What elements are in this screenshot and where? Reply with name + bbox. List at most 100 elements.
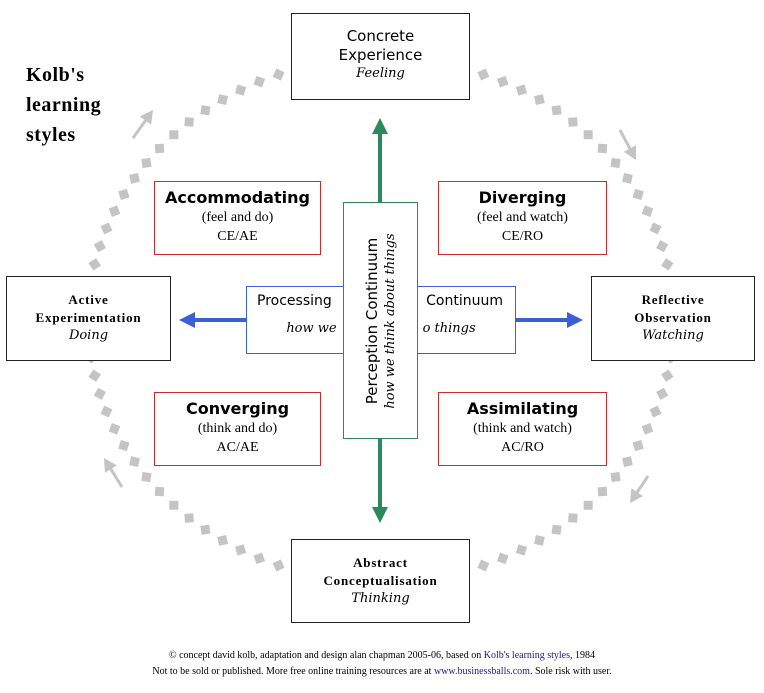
style-description: (feel and do) — [201, 210, 274, 225]
style-code: CE/RO — [501, 229, 544, 244]
abstract-conceptualisation-box: Abstract Conceptualisation Thinking — [291, 539, 470, 623]
cycle-dot — [597, 143, 608, 154]
cycle-dot — [656, 387, 669, 400]
footer-line-1: © concept david kolb, adaptation and des… — [0, 648, 764, 664]
cycle-dot — [88, 369, 101, 382]
cycle-dot — [661, 258, 674, 271]
style-name: Converging — [185, 399, 290, 418]
processing-arrow-left-icon — [179, 312, 195, 328]
cycle-dot — [534, 535, 545, 546]
cycle-dot — [200, 524, 211, 535]
pole-label: Concrete — [346, 27, 415, 45]
cycle-dot — [477, 68, 490, 81]
pole-subtitle: Doing — [68, 328, 109, 343]
perception-arrow-up-icon — [372, 118, 388, 134]
cycle-dot — [118, 188, 130, 201]
pole-label: Reflective — [641, 292, 705, 307]
pole-subtitle: Feeling — [356, 66, 405, 81]
perception-arrow-down-icon — [372, 507, 388, 523]
cycle-dot — [649, 405, 662, 418]
active-experimentation-box: Active Experimentation Doing — [6, 276, 171, 361]
style-code: AC/RO — [501, 440, 544, 455]
cycle-dot — [184, 513, 194, 523]
footer: © concept david kolb, adaptation and des… — [0, 648, 764, 680]
cycle-dot — [583, 130, 593, 140]
processing-subtitle-left: how we — [286, 321, 337, 336]
cycle-dot — [583, 500, 593, 510]
title-line: styles — [26, 124, 76, 146]
cycle-dot — [200, 105, 211, 116]
cycle-dot — [272, 559, 285, 572]
cycle-dot — [217, 94, 228, 105]
converging-box: Converging (think and do) AC/AE — [154, 392, 321, 466]
style-name: Diverging — [478, 188, 567, 207]
cycle-dot — [551, 524, 562, 535]
cycle-dot — [108, 205, 121, 217]
cycle-dot — [597, 486, 608, 497]
cycle-dot — [93, 387, 106, 400]
cycle-dot — [534, 94, 545, 105]
style-code: CE/AE — [217, 229, 258, 244]
perception-label-group: Perception Continuum how we think about … — [362, 233, 400, 408]
perception-continuum-box: Perception Continuum how we think about … — [343, 202, 418, 439]
perception-title: Perception Continuum — [362, 237, 381, 404]
style-description: (think and do) — [197, 421, 278, 436]
cycle-dot — [632, 439, 644, 452]
cycle-dot — [649, 222, 662, 235]
cycle-dot — [610, 471, 621, 483]
cycle-dot — [661, 369, 674, 382]
style-name: Assimilating — [466, 399, 579, 418]
processing-label-right: Continuum — [426, 293, 503, 309]
cycle-dot — [100, 405, 113, 418]
kolb-learning-styles-link[interactable]: Kolb's learning styles — [483, 650, 570, 661]
cycle-arrow-bottom-right-icon — [630, 475, 650, 503]
cycle-arrow-top-right-icon — [618, 129, 637, 160]
cycle-dot — [622, 172, 633, 184]
cycle-dot — [129, 456, 140, 468]
pole-subtitle: Watching — [642, 328, 704, 343]
cycle-dot — [129, 172, 140, 184]
cycle-dot — [154, 143, 165, 154]
diagram-title: Kolb's learning styles — [26, 60, 101, 150]
cycle-dot — [217, 535, 228, 546]
cycle-dot — [169, 500, 179, 510]
cycle-arrow-top-left-icon — [131, 110, 153, 139]
cycle-dot — [496, 552, 509, 565]
businessballs-link[interactable]: www.businessballs.com — [433, 666, 530, 677]
style-name: Accommodating — [165, 188, 310, 207]
title-line: learning — [26, 94, 102, 116]
cycle-dot — [641, 423, 654, 435]
cycle-arrow-bottom-left-icon — [104, 458, 124, 488]
cycle-dot — [568, 513, 578, 523]
cycle-dot — [272, 68, 285, 81]
processing-subtitle: how we o things — [247, 321, 515, 336]
cycle-dot — [141, 157, 152, 169]
cycle-dot — [141, 471, 152, 483]
cycle-dot — [184, 117, 194, 127]
cycle-dot — [88, 258, 101, 271]
pole-subtitle: Thinking — [351, 591, 410, 606]
processing-label-left: Processing — [257, 293, 332, 309]
footer-text: . Sole risk with user. — [529, 666, 612, 677]
footer-text: Not to be sold or published. More free o… — [152, 666, 434, 677]
footer-text: , 1984 — [569, 650, 595, 661]
cycle-dot — [477, 559, 490, 572]
title-line: Kolb's — [26, 64, 85, 86]
processing-subtitle-right: o things — [422, 321, 476, 336]
pole-label: Observation — [634, 310, 712, 325]
cycle-dot — [515, 84, 528, 96]
cycle-dot — [656, 240, 669, 253]
footer-text: © concept david kolb, adaptation and des… — [169, 650, 484, 661]
assimilating-box: Assimilating (think and watch) AC/RO — [438, 392, 607, 466]
cycle-dot — [154, 486, 165, 497]
cycle-dot — [632, 188, 644, 201]
perception-subtitle: how we think about things — [382, 232, 398, 409]
pole-label: Conceptualisation — [323, 573, 438, 588]
cycle-dot — [568, 117, 578, 127]
style-description: (think and watch) — [473, 421, 572, 436]
style-description: (feel and watch) — [477, 210, 568, 225]
cycle-dot — [253, 75, 266, 88]
cycle-dot — [496, 75, 509, 88]
concrete-experience-box: Concrete Experience Feeling — [291, 13, 470, 100]
